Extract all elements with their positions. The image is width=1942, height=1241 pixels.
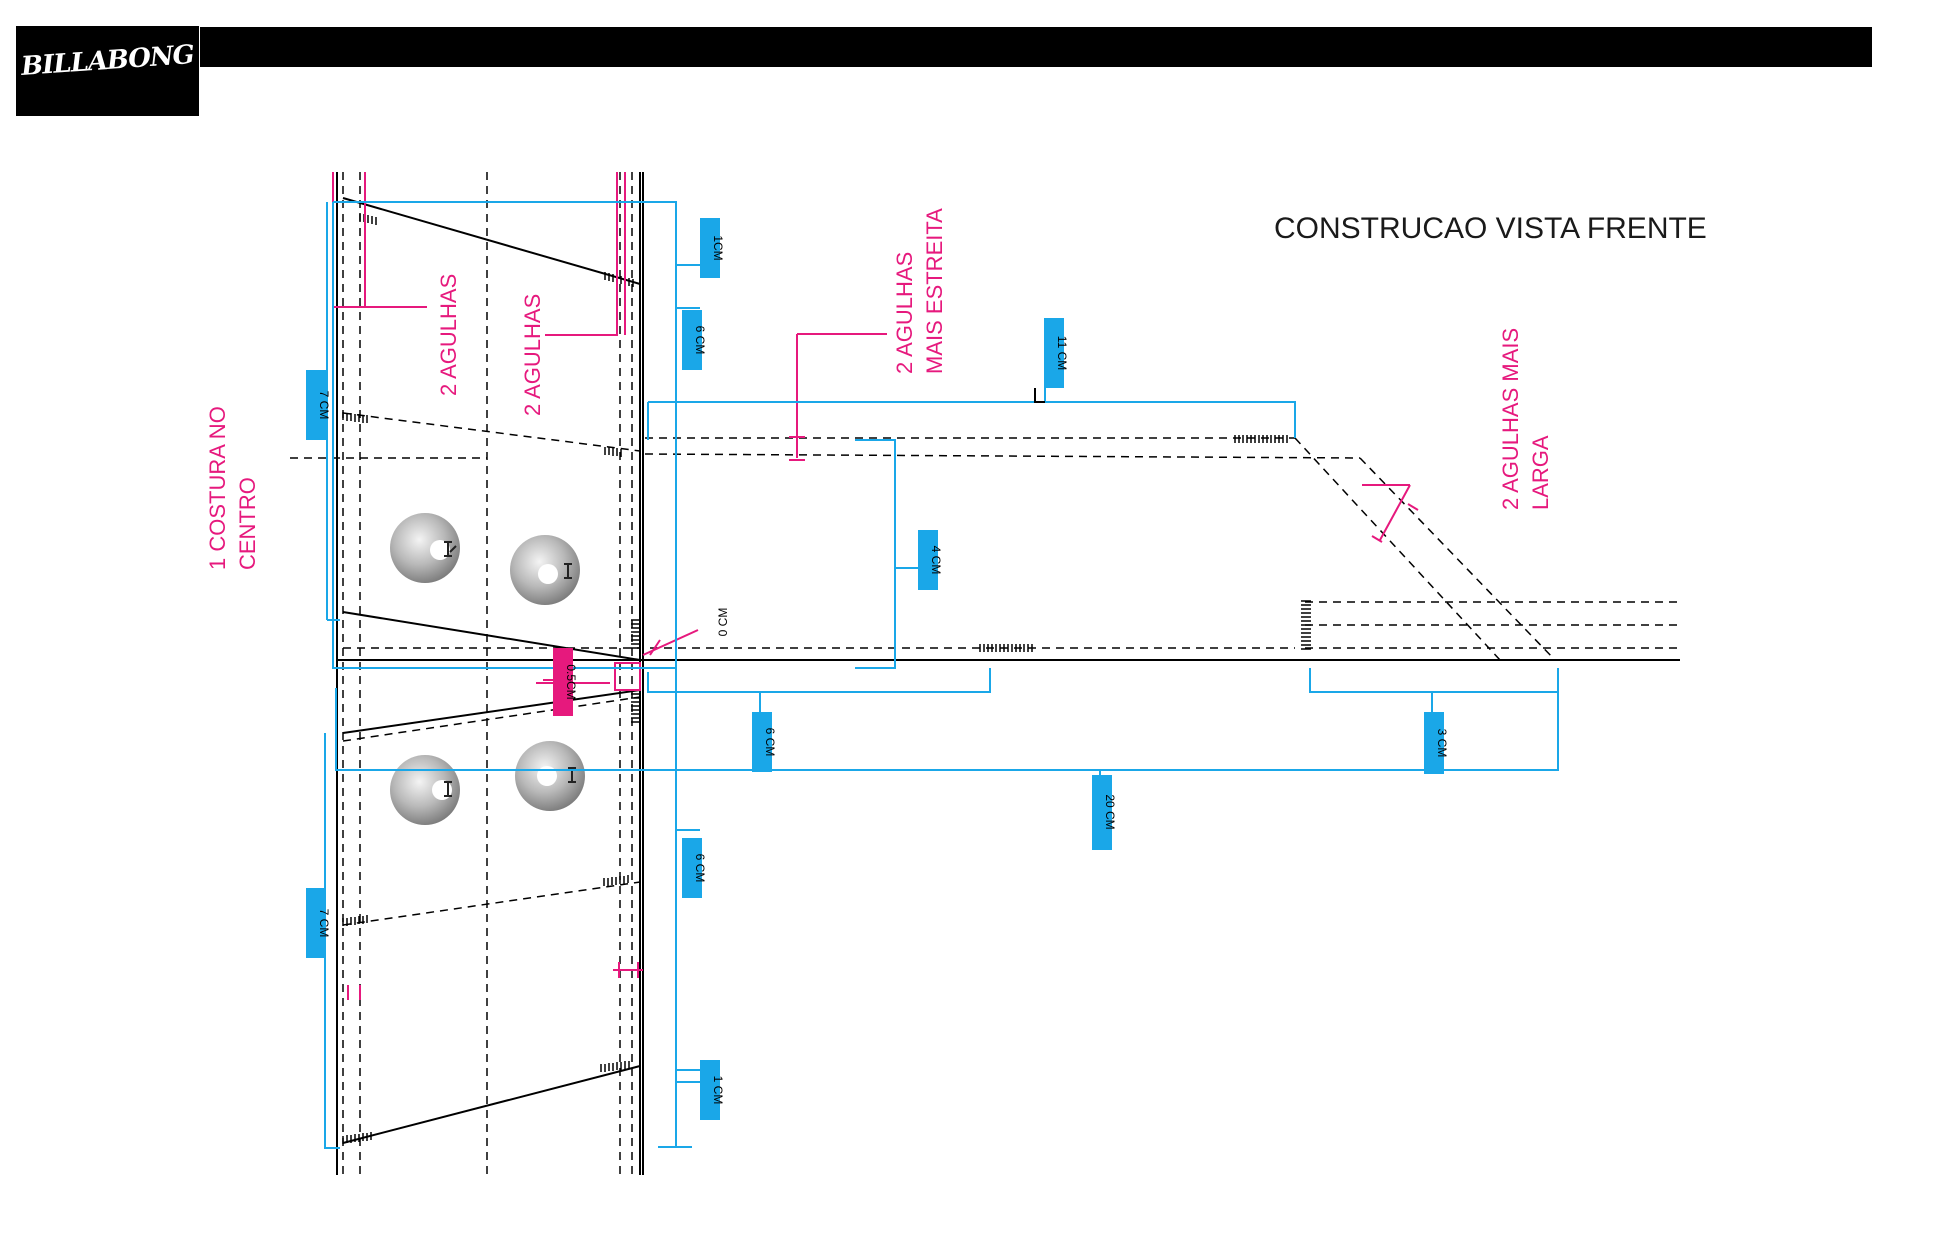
pink-annotation-lines: [332, 172, 1419, 1000]
measure-1cm-top: 1CM: [711, 235, 725, 260]
measure-1cm-bottom: 1 CM: [711, 1076, 725, 1105]
dimension-tick: [1034, 388, 1045, 403]
dashed-stitch-lines: [290, 412, 1680, 926]
note-estreita-line1: 2 AGULHAS: [892, 252, 917, 374]
note-estreita-line2: MAIS ESTREITA: [922, 208, 947, 374]
pink-leader: [649, 639, 661, 656]
measure-11cm: 11 CM: [1055, 336, 1069, 370]
grommet-icon: [390, 755, 460, 825]
note-larga-line1: 2 AGULHAS MAIS: [1498, 328, 1523, 510]
vertical-seam-lines: [336, 172, 644, 1175]
measure-05cm: 0.5CM: [564, 664, 578, 699]
header-bar: [200, 27, 1872, 67]
note-costura-line2: CENTRO: [235, 477, 260, 570]
cyan-dimension-lines: [324, 201, 1559, 1149]
measure-20cm: 20 CM: [1103, 794, 1117, 829]
brand-logo: BILLABONG: [16, 26, 199, 116]
grommet-icon: [515, 741, 585, 811]
measure-6cm-top: 6 CM: [693, 326, 707, 355]
note-costura-line1: 1 COSTURA NO: [205, 406, 230, 570]
grommet-icon: [510, 535, 580, 605]
measure-7cm-bottom: 7 CM: [317, 909, 331, 938]
measure-0cm: 0 CM: [716, 608, 730, 637]
measure-4cm: 4 CM: [929, 546, 943, 575]
note-larga-line2: LARGA: [1528, 435, 1553, 510]
measure-6cm-bottom: 6 CM: [693, 854, 707, 883]
measure-3cm: 3 CM: [1435, 729, 1449, 758]
note-agulhas-a: 2 AGULHAS: [436, 274, 461, 396]
measure-6cm-horizontal: 6 CM: [763, 728, 777, 757]
stitch-marks: [342, 213, 1311, 1144]
note-agulhas-b: 2 AGULHAS: [520, 294, 545, 416]
measure-7cm-top: 7 CM: [317, 391, 331, 420]
diagram-title: CONSTRUCAO VISTA FRENTE: [1274, 212, 1707, 245]
measurement-badges: [306, 218, 1444, 1120]
grommet-icon: [390, 513, 460, 583]
